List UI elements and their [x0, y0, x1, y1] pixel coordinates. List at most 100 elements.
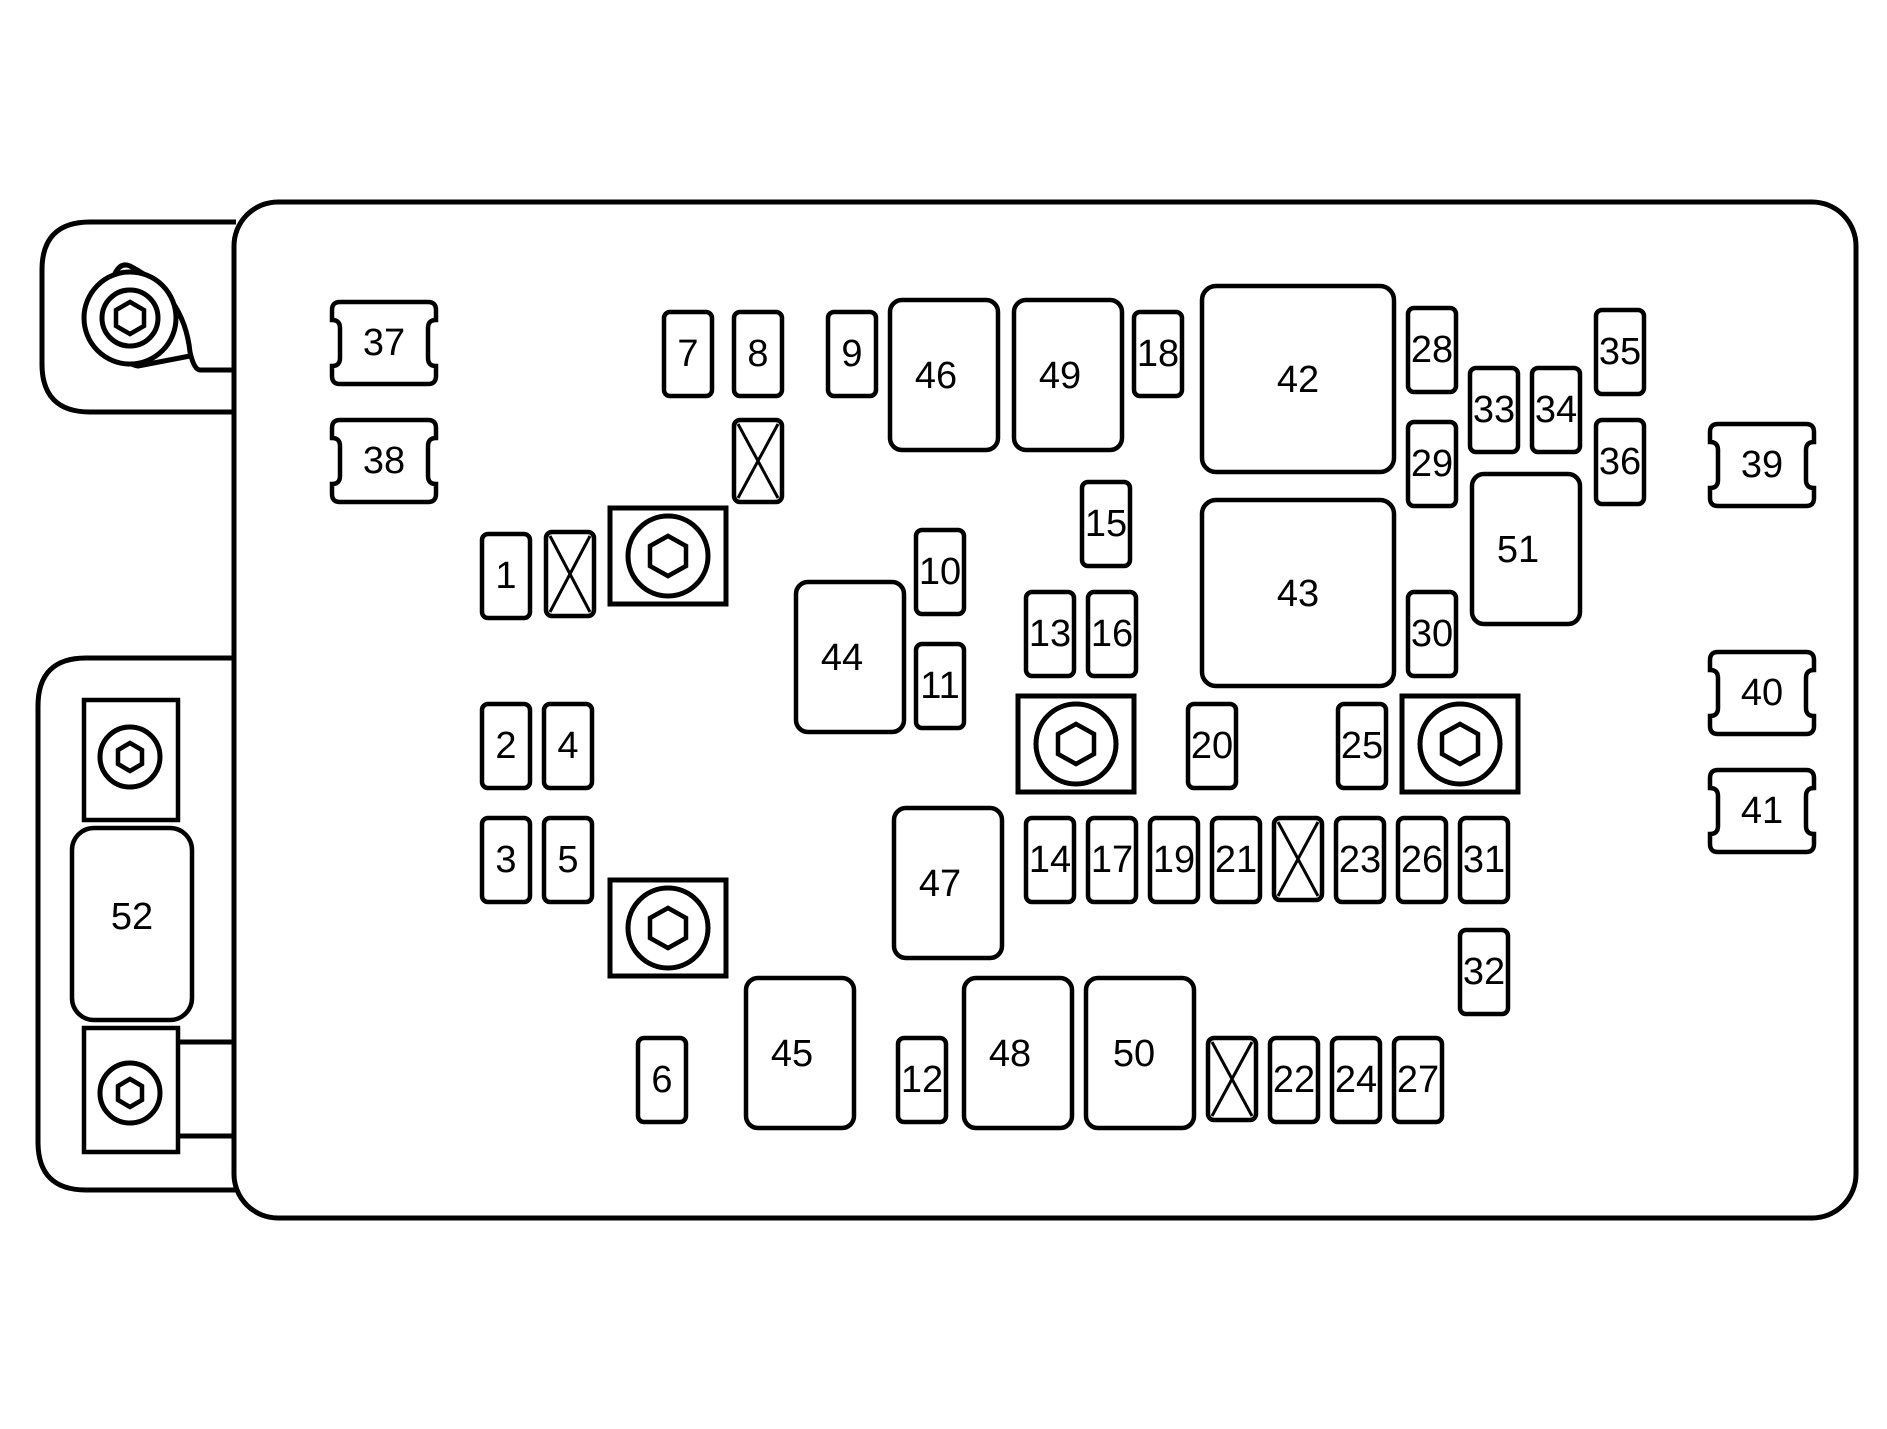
fuse-36[interactable]: 36 — [1593, 417, 1647, 507]
fuse-label-36: 36 — [1599, 441, 1641, 483]
hex-nut-icon — [115, 1076, 145, 1110]
fuse-label-22: 22 — [1273, 1059, 1315, 1101]
fuse-16[interactable]: 16 — [1085, 589, 1139, 679]
fuse-38[interactable]: 38 — [329, 417, 439, 505]
fuse-40[interactable]: 40 — [1707, 649, 1817, 737]
fuse-label-37: 37 — [363, 322, 405, 364]
fuse-11[interactable]: 11 — [913, 641, 967, 731]
fuse-41[interactable]: 41 — [1707, 767, 1817, 855]
fuse-label-19: 19 — [1153, 839, 1195, 881]
fuse-label-6: 6 — [651, 1059, 672, 1101]
fuse-29[interactable]: 29 — [1405, 419, 1459, 509]
fuse-label-20: 20 — [1191, 725, 1233, 767]
fuse-37[interactable]: 37 — [329, 299, 439, 387]
fuse-label-32: 32 — [1463, 951, 1505, 993]
relay-44[interactable]: 44 — [793, 579, 907, 735]
fuse-4[interactable]: 4 — [541, 701, 595, 791]
fuse-label-9: 9 — [841, 333, 862, 375]
fuse-5[interactable]: 5 — [541, 815, 595, 905]
fuse-39[interactable]: 39 — [1707, 421, 1817, 509]
hex-nut-icon — [1439, 721, 1481, 767]
fuse-label-31: 31 — [1463, 839, 1505, 881]
relay-label-51: 51 — [1497, 529, 1539, 571]
mega-fuse-52[interactable]: 52 — [69, 697, 236, 1155]
relay-50[interactable]: 50 — [1083, 975, 1197, 1131]
relay-label-48: 48 — [989, 1033, 1031, 1075]
fuse-label-2: 2 — [495, 725, 516, 767]
relay-45[interactable]: 45 — [743, 975, 857, 1131]
fuse-12[interactable]: 12 — [895, 1035, 949, 1125]
fuse-label-4: 4 — [557, 725, 578, 767]
fuse-7[interactable]: 7 — [661, 309, 715, 399]
fuse-label-8: 8 — [747, 333, 768, 375]
fuse-label-24: 24 — [1335, 1059, 1377, 1101]
fuse-10[interactable]: 10 — [913, 527, 967, 617]
fuse-1[interactable]: 1 — [479, 531, 533, 621]
fuse-24[interactable]: 24 — [1329, 1035, 1383, 1125]
fuse-label-27: 27 — [1397, 1059, 1439, 1101]
fuse-2[interactable]: 2 — [479, 701, 533, 791]
fuse-23[interactable]: 23 — [1333, 815, 1387, 905]
fuse-15[interactable]: 15 — [1079, 479, 1133, 569]
relay-51[interactable]: 51 — [1469, 471, 1583, 627]
fuse-14[interactable]: 14 — [1023, 815, 1077, 905]
relay-label-44: 44 — [821, 637, 863, 679]
fuse-31[interactable]: 31 — [1457, 815, 1511, 905]
fuse-label-14: 14 — [1029, 839, 1071, 881]
hex-nut-icon — [113, 299, 147, 337]
relay-47[interactable]: 47 — [891, 805, 1005, 961]
empty-slot-c — [1271, 815, 1325, 903]
fuse-27[interactable]: 27 — [1391, 1035, 1445, 1125]
fuse-label-21: 21 — [1215, 839, 1257, 881]
fuse-label-17: 17 — [1091, 839, 1133, 881]
fuse-22[interactable]: 22 — [1267, 1035, 1321, 1125]
empty-slot-a — [731, 417, 785, 505]
fuse-28[interactable]: 28 — [1405, 305, 1459, 395]
fuse-19[interactable]: 19 — [1147, 815, 1201, 905]
hex-nut-icon — [115, 740, 145, 774]
fuse-label-18: 18 — [1137, 333, 1179, 375]
relay-42[interactable]: 42 — [1199, 283, 1397, 475]
fuse-17[interactable]: 17 — [1085, 815, 1139, 905]
fuse-32[interactable]: 32 — [1457, 927, 1511, 1017]
fuse-label-39: 39 — [1741, 444, 1783, 486]
fuse-label-52: 52 — [111, 896, 153, 938]
fuse-label-13: 13 — [1029, 613, 1071, 655]
fuse-13[interactable]: 13 — [1023, 589, 1077, 679]
fuse-25[interactable]: 25 — [1335, 701, 1389, 791]
hex-nut-icon — [1055, 721, 1097, 767]
fuse-label-12: 12 — [901, 1059, 943, 1101]
fuse-label-33: 33 — [1473, 389, 1515, 431]
fuse-33[interactable]: 33 — [1467, 365, 1521, 455]
fuse-34[interactable]: 34 — [1529, 365, 1583, 455]
fuse-9[interactable]: 9 — [825, 309, 879, 399]
fuse-18[interactable]: 18 — [1131, 309, 1185, 399]
fuse-label-23: 23 — [1339, 839, 1381, 881]
empty-slot-b — [543, 529, 597, 619]
relay-label-49: 49 — [1039, 355, 1081, 397]
stud-4 — [1399, 693, 1521, 795]
fuse-3[interactable]: 3 — [479, 815, 533, 905]
relay-46[interactable]: 46 — [887, 297, 1001, 453]
hex-nut-icon — [647, 533, 689, 579]
relay-label-47: 47 — [919, 863, 961, 905]
relay-49[interactable]: 49 — [1011, 297, 1125, 453]
fuse-label-38: 38 — [363, 440, 405, 482]
fuse-label-10: 10 — [919, 551, 961, 593]
relay-48[interactable]: 48 — [961, 975, 1075, 1131]
fuse-label-28: 28 — [1411, 329, 1453, 371]
relay-label-45: 45 — [771, 1033, 813, 1075]
fuse-label-30: 30 — [1411, 613, 1453, 655]
relay-label-42: 42 — [1277, 359, 1319, 401]
fuse-21[interactable]: 21 — [1209, 815, 1263, 905]
relay-43[interactable]: 43 — [1199, 497, 1397, 689]
fuse-6[interactable]: 6 — [635, 1035, 689, 1125]
fuse-8[interactable]: 8 — [731, 309, 785, 399]
fuse-30[interactable]: 30 — [1405, 589, 1459, 679]
fuse-20[interactable]: 20 — [1185, 701, 1239, 791]
fuse-label-25: 25 — [1341, 725, 1383, 767]
fuse-26[interactable]: 26 — [1395, 815, 1449, 905]
stud-1 — [607, 505, 729, 607]
fuse-35[interactable]: 35 — [1593, 307, 1647, 397]
